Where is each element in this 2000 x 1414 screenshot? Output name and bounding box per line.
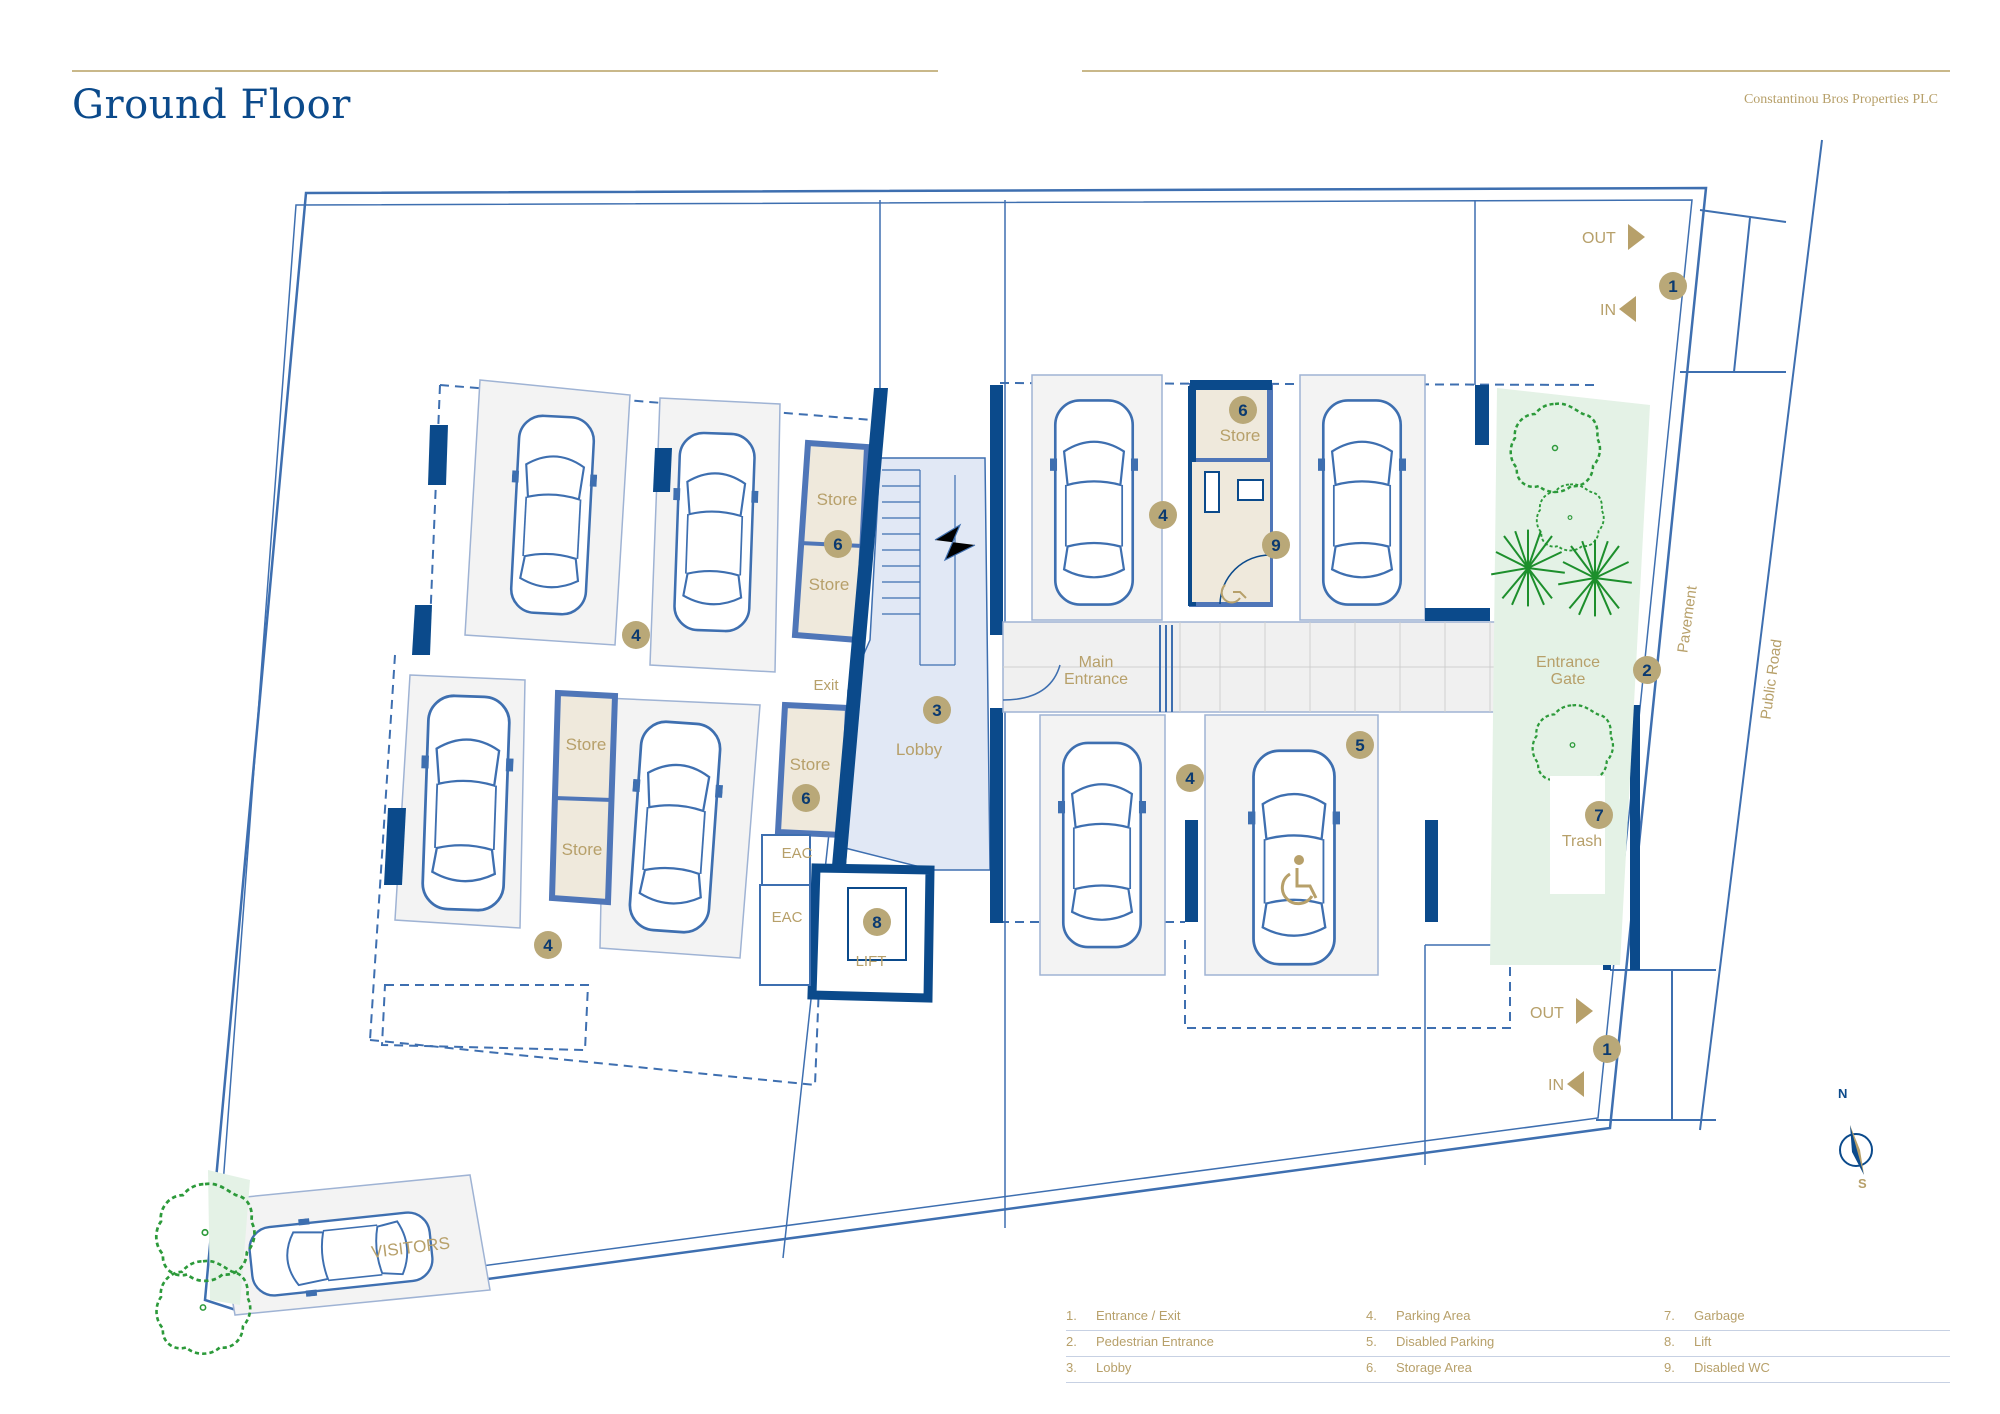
trash-room — [1550, 776, 1605, 894]
eac-rooms — [759, 834, 811, 986]
in-label-top: IN — [1600, 302, 1616, 319]
trash-label: Trash — [1562, 833, 1602, 850]
store-label-5: Store — [790, 755, 831, 774]
badge-storage-1: 6 — [824, 530, 852, 558]
legend-item: 6.Storage Area — [1366, 1357, 1666, 1383]
legend-item: 5.Disabled Parking — [1366, 1331, 1666, 1357]
store-label-2: Store — [809, 575, 850, 594]
legend-item: 4.Parking Area — [1366, 1305, 1666, 1331]
svg-text:3: 3 — [932, 701, 941, 720]
badge-lobby: 3 — [923, 696, 951, 724]
store-label-1: Store — [817, 490, 858, 509]
legend-item: 7.Garbage — [1664, 1305, 1950, 1331]
in-label-bottom: IN — [1548, 1077, 1564, 1094]
legend-item: 2.Pedestrian Entrance — [1066, 1331, 1366, 1357]
badge-parking-2: 4 — [534, 931, 562, 959]
svg-text:2: 2 — [1642, 661, 1651, 680]
eac-label-1: EAC — [782, 845, 813, 862]
legend-column-1: 1.Entrance / Exit 2.Pedestrian Entrance … — [1066, 1305, 1366, 1383]
svg-text:6: 6 — [801, 789, 810, 808]
eac-label-2: EAC — [772, 909, 803, 926]
svg-text:6: 6 — [1238, 401, 1247, 420]
header-rule-left — [72, 70, 938, 72]
entrance-gate-label-line2: Gate — [1551, 671, 1586, 688]
svg-text:4: 4 — [543, 936, 553, 955]
in-arrow-bottom-icon — [1567, 1071, 1584, 1097]
badge-parking-3: 4 — [1149, 501, 1177, 529]
page-title: Ground Floor — [72, 82, 351, 128]
main-entrance-label-line2: Entrance — [1064, 671, 1128, 688]
legend-item: 9.Disabled WC — [1664, 1357, 1950, 1383]
svg-text:8: 8 — [872, 913, 881, 932]
svg-text:4: 4 — [631, 626, 641, 645]
public-road-label: Public Road — [1757, 638, 1785, 720]
badge-garbage: 7 — [1585, 801, 1613, 829]
svg-text:6: 6 — [833, 535, 842, 554]
public-road-lines — [1596, 139, 1823, 1131]
compass: N S — [1838, 1086, 1873, 1191]
badge-disabled-wc: 9 — [1262, 531, 1290, 559]
badge-lift: 8 — [863, 908, 891, 936]
badge-disabled-parking: 5 — [1346, 731, 1374, 759]
lift-label: LIFT — [856, 953, 887, 970]
disabled-wc — [1192, 462, 1271, 605]
exit-label: Exit — [813, 677, 839, 694]
svg-text:5: 5 — [1355, 736, 1364, 755]
out-label-top: OUT — [1582, 230, 1616, 247]
compass-north-label: N — [1838, 1086, 1847, 1101]
company-name: Constantinou Bros Properties PLC — [1743, 92, 1938, 107]
badge-storage-3: 6 — [1229, 396, 1257, 424]
svg-text:7: 7 — [1594, 806, 1603, 825]
legend-item: 1.Entrance / Exit — [1066, 1305, 1366, 1331]
badge-parking-1: 4 — [622, 621, 650, 649]
store-label-4: Store — [562, 840, 603, 859]
legend-item: 8.Lift — [1664, 1331, 1950, 1357]
lobby — [844, 457, 991, 871]
badge-entrance-top: 1 — [1659, 272, 1687, 300]
main-entrance-label-line1: Main — [1079, 654, 1114, 671]
number-badges: 1 1 2 3 4 4 4 4 5 6 6 6 7 8 9 — [534, 272, 1687, 1063]
store-label-3: Store — [566, 735, 607, 754]
svg-text:1: 1 — [1602, 1040, 1611, 1059]
out-arrow-bottom-icon — [1576, 998, 1593, 1024]
pavement-label: Pavement — [1674, 584, 1700, 654]
out-arrow-top-icon — [1628, 224, 1645, 250]
site-boundary — [203, 186, 1708, 1314]
svg-text:9: 9 — [1271, 536, 1280, 555]
lobby-label: Lobby — [896, 740, 943, 759]
in-arrow-top-icon — [1619, 296, 1636, 322]
traffic-arrows: OUT IN OUT IN — [1530, 224, 1645, 1097]
entrance-gate-label-line1: Entrance — [1536, 654, 1600, 671]
header-rule-right — [1082, 70, 1950, 72]
store-label-6: Store — [1220, 426, 1261, 445]
svg-text:1: 1 — [1668, 277, 1677, 296]
svg-text:4: 4 — [1185, 769, 1195, 788]
badge-pedestrian: 2 — [1633, 656, 1661, 684]
legend-column-2: 4.Parking Area 5.Disabled Parking 6.Stor… — [1366, 1305, 1666, 1383]
compass-south-label: S — [1858, 1176, 1867, 1191]
legend-column-3: 7.Garbage 8.Lift 9.Disabled WC — [1664, 1305, 1950, 1383]
svg-text:4: 4 — [1158, 506, 1168, 525]
badge-storage-2: 6 — [792, 784, 820, 812]
badge-parking-4: 4 — [1176, 764, 1204, 792]
badge-entrance-bottom: 1 — [1593, 1035, 1621, 1063]
out-label-bottom: OUT — [1530, 1005, 1564, 1022]
disabled-parking-icon — [1280, 855, 1318, 906]
legend-item: 3.Lobby — [1066, 1357, 1366, 1383]
